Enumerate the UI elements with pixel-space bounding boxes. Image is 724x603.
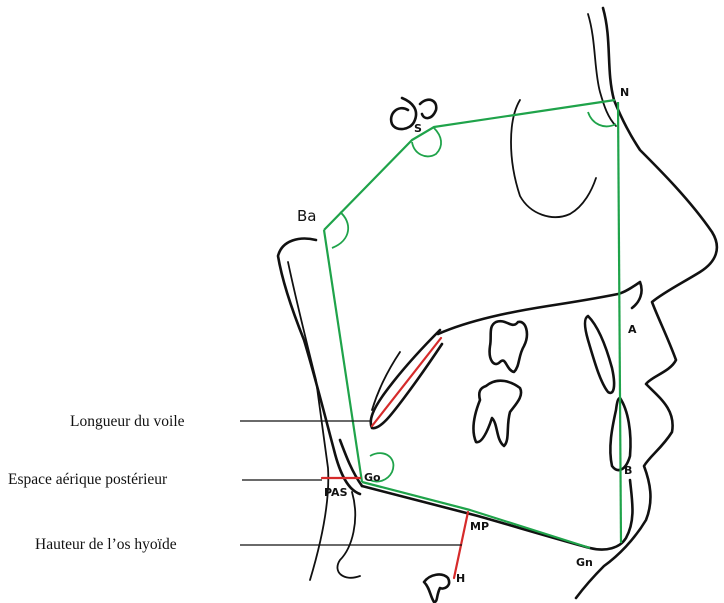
occipital-contour xyxy=(276,237,362,496)
point-label-h: H xyxy=(456,572,465,585)
callout-posterior-airway-space: Espace aérique postérieur xyxy=(8,471,168,488)
point-label-n: N xyxy=(620,86,629,99)
upper-incisor xyxy=(583,314,616,395)
cranial-base-line xyxy=(323,98,616,231)
facial-profile xyxy=(574,6,719,600)
cervical-spine xyxy=(336,491,361,579)
point-label-pas: PAS xyxy=(324,486,348,499)
anatomy-tracing xyxy=(276,6,719,603)
pharyngeal-wall xyxy=(287,261,330,581)
callout-soft-palate-length: Longueur du voile xyxy=(70,413,185,430)
point-label-b: B xyxy=(624,464,632,477)
callout-hyoid-height: Hauteur de l’os hyoïde xyxy=(35,536,177,553)
soft-palate xyxy=(369,328,444,430)
point-label-a: A xyxy=(628,323,637,336)
upper-molar xyxy=(488,319,529,374)
point-label-mp: MP xyxy=(470,520,489,533)
ba-go-line xyxy=(322,229,364,483)
orbit xyxy=(510,99,597,218)
reference-lines xyxy=(322,98,623,550)
sella-turcica xyxy=(389,96,438,131)
tongue-contour xyxy=(371,351,401,411)
angle-arc-s xyxy=(411,127,442,158)
point-label-ba: Ba xyxy=(297,207,316,225)
point-label-go: Go xyxy=(364,471,381,484)
lower-incisor xyxy=(609,396,632,472)
angle-arc-go xyxy=(369,452,395,483)
palatal-plane xyxy=(436,280,643,336)
callout-leaders xyxy=(240,420,462,546)
angle-arc-n xyxy=(587,111,617,128)
point-label-s: S xyxy=(414,122,422,135)
facial-line-n-gn xyxy=(616,101,623,544)
hyoid-bone xyxy=(422,573,451,603)
angle-arc-ba xyxy=(331,211,349,249)
point-label-gn: Gn xyxy=(576,556,593,569)
soft-palate-length-line xyxy=(370,336,443,428)
lower-molar xyxy=(472,379,523,448)
measurement-lines xyxy=(320,336,470,580)
frontal-bone xyxy=(587,13,617,127)
mandibular-plane-line xyxy=(361,480,591,550)
mandibular-ramus xyxy=(338,438,364,488)
mandible-border xyxy=(360,478,634,551)
